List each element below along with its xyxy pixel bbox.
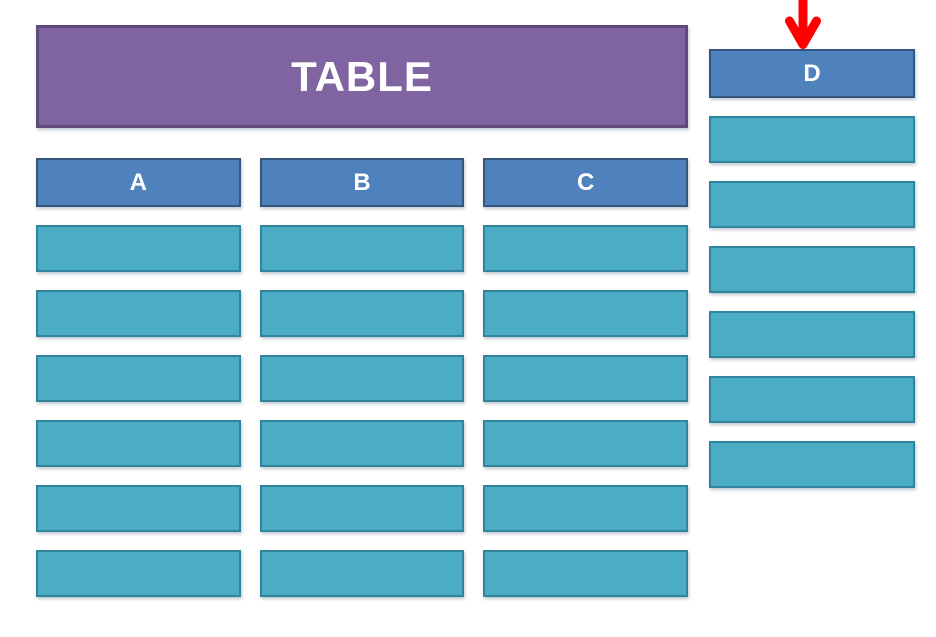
detached-column: D: [709, 49, 915, 488]
column-header-a: A: [36, 158, 241, 207]
table-title-box: TABLE: [36, 25, 688, 128]
table-row: [483, 225, 689, 272]
table-row: [483, 290, 689, 337]
column-header-d: D: [709, 49, 915, 98]
table-title-label: TABLE: [291, 52, 433, 100]
table-row: [709, 441, 915, 488]
table-row: [259, 485, 465, 532]
column-a: A: [36, 158, 241, 597]
table-row: [483, 355, 689, 402]
table-row: [709, 181, 915, 228]
table-row: [259, 550, 465, 597]
table-row: [36, 550, 241, 597]
table-row: [36, 420, 241, 467]
column-d: D: [709, 49, 915, 488]
arrow-down-icon: [785, 0, 821, 49]
table-row: [36, 355, 241, 402]
table-row: [709, 311, 915, 358]
table-row: [483, 420, 689, 467]
column-header-c: C: [483, 158, 689, 207]
table-row: [36, 225, 241, 272]
table-row: [259, 225, 465, 272]
table-row: [709, 376, 915, 423]
column-header-b: B: [259, 158, 465, 207]
table-row: [709, 246, 915, 293]
table-row: [483, 485, 689, 532]
table-row: [36, 485, 241, 532]
table-row: [483, 550, 689, 597]
table-row: [36, 290, 241, 337]
table-row: [259, 420, 465, 467]
table-row: [259, 355, 465, 402]
column-b: B: [259, 158, 465, 597]
table-row: [259, 290, 465, 337]
column-c: C: [483, 158, 689, 597]
table-row: [709, 116, 915, 163]
